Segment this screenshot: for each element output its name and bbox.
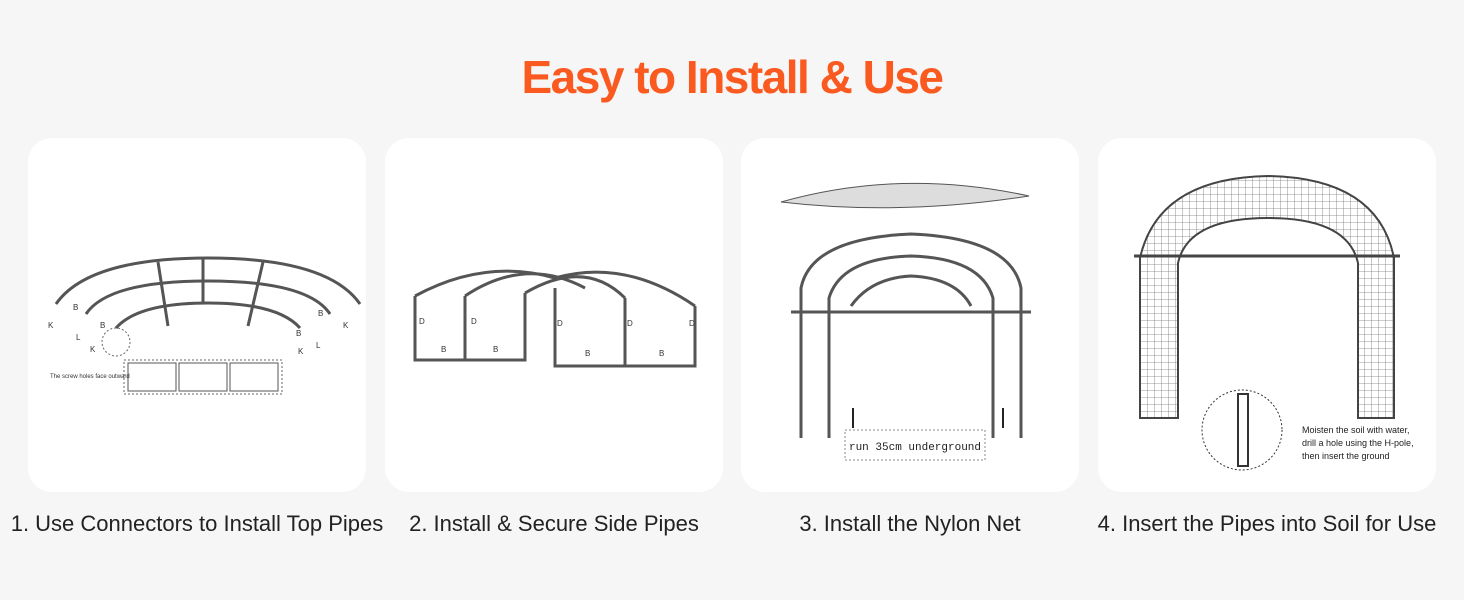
underground-note: run 35cm underground <box>849 442 981 454</box>
label-l: L <box>316 341 321 350</box>
step-1-card: K B L B K B K B L K The screw holes face… <box>28 138 366 492</box>
label-b: B <box>585 349 590 358</box>
label-k: K <box>298 347 304 356</box>
step-4-caption: 4. Insert the Pipes into Soil for Use <box>1097 511 1437 536</box>
step-2-card: D D D D D B B B B <box>385 138 723 492</box>
label-b: B <box>100 321 105 330</box>
label-b: B <box>318 309 323 318</box>
screw-holes-note: The screw holes face outward <box>50 374 130 380</box>
label-k: K <box>343 321 349 330</box>
step-1-caption: 1. Use Connectors to Install Top Pipes <box>10 511 384 536</box>
side-pipes-diagram: D D D D D B B B B <box>413 269 697 368</box>
step-2-caption: 2. Install & Secure Side Pipes <box>409 511 699 536</box>
label-k: K <box>48 321 54 330</box>
label-b: B <box>296 329 301 338</box>
label-k: K <box>90 345 96 354</box>
label-l: L <box>76 333 81 342</box>
step-3-card: run 35cm underground <box>741 138 1079 492</box>
label-d: D <box>627 319 633 328</box>
label-d: D <box>471 317 477 326</box>
insert-soil-diagram <box>1134 174 1400 471</box>
label-b: B <box>493 345 498 354</box>
label-d: D <box>419 317 425 326</box>
soil-note: Moisten the soil with water, drill a hol… <box>1302 425 1414 461</box>
step-3-caption: 3. Install the Nylon Net <box>799 511 1021 536</box>
label-b: B <box>659 349 664 358</box>
step-4-card: Moisten the soil with water, drill a hol… <box>1098 138 1436 492</box>
nylon-net-diagram: run 35cm underground <box>780 182 1031 461</box>
label-d: D <box>689 319 695 328</box>
top-pipes-diagram: K B L B K B K B L K The screw holes face… <box>48 256 362 395</box>
label-b: B <box>441 345 446 354</box>
label-b: B <box>73 303 78 312</box>
label-d: D <box>557 319 563 328</box>
page-title: Easy to Install & Use <box>521 51 945 103</box>
